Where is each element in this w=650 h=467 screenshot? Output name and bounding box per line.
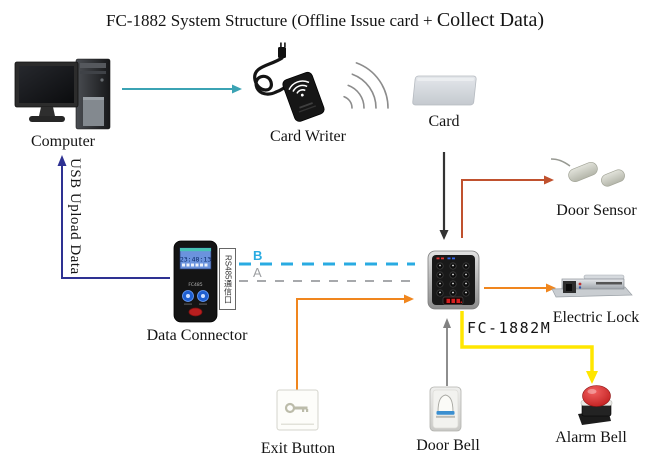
arrowhead-right [404,294,414,304]
computer-label: Computer [31,133,95,150]
connector-controller-to-alarmbell [460,311,598,384]
card-writer-body [282,71,325,122]
data-connector-label: Data Connector [146,327,248,344]
connector-card-to-controller [439,152,449,240]
bus-b-label: B [253,248,263,263]
arrowhead-right [232,84,242,94]
card-label: Card [428,113,460,130]
door-sensor-label: Door Sensor [556,202,637,219]
led-indicators [436,257,455,260]
electric-lock-graphic [551,274,633,298]
page-title-main: FC-1882 System Structure (Offline Issue … [106,11,437,30]
controller-graphic [427,250,480,310]
alarm-bell-graphic [578,385,613,425]
computer-graphic [14,58,111,130]
connector-exit-to-controller [296,294,414,390]
card-graphic [412,75,477,106]
card-writer-graphic [253,42,325,122]
arrowhead-right [546,283,556,293]
arrowhead-down [439,230,449,240]
signal-waves-icon [343,62,389,109]
alarm-dome [582,385,611,407]
lcd-status-row [182,263,208,267]
card-writer-label: Card Writer [270,128,346,145]
wifi-icon [300,93,304,97]
arrowhead-down [586,371,598,384]
connector-button-red [188,307,203,317]
page-title: FC-1882 System Structure (Offline Issue … [0,9,650,32]
usb-upload-label: USB Upload Data [67,158,83,275]
connector-doorbell-to-controller [443,318,451,386]
usb-plug-icon [278,47,286,58]
bus-a-label: A [253,265,262,280]
door-sensor-graphic [550,158,625,187]
lcd-time: 23:48:13 [180,256,211,264]
exit-button-graphic [276,389,319,431]
data-connector-graphic: 23:48:13 FC485 [173,240,218,323]
door-bell-label: Door Bell [416,437,480,454]
controller-label: FC-1882M [467,319,552,337]
arrowhead-right [544,175,554,185]
usb-cable [253,56,284,96]
arrowhead-up [57,155,67,166]
connector-controller-to-doorsensor [461,175,554,238]
connector-usb-upload [57,155,170,279]
electric-lock-label: Electric Lock [552,309,640,326]
page-title-emphasis: Collect Data) [436,9,544,31]
key-icon [284,402,309,414]
key-dots [439,264,467,294]
sensor-wire [550,158,571,167]
rs485-port-label: RS485通信口 [219,248,236,310]
connector-computer-to-cardwriter [122,84,242,94]
bell-icon [437,394,454,413]
connector-controller-to-lock [484,283,556,293]
device-model-text: FC485 [188,282,202,288]
arrowhead-up [443,318,451,328]
door-bell-graphic [429,386,462,432]
exit-button-label: Exit Button [260,440,336,457]
alarm-bell-label: Alarm Bell [555,429,627,446]
